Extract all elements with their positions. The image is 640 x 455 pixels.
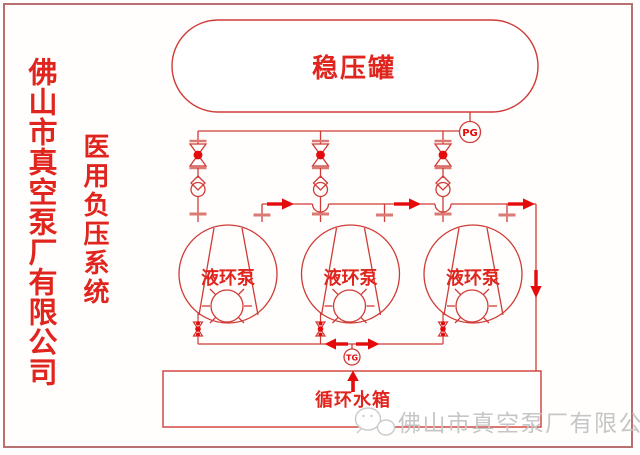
- system-title-vertical: 医用负压系统: [79, 133, 109, 307]
- pressure-gauge-label: PG: [462, 128, 478, 139]
- drain-valve-1: [192, 312, 204, 345]
- wechat-icon: [354, 407, 396, 436]
- liquid-ring-pump-2: 液环泵: [300, 224, 401, 325]
- exhaust-port-1: [252, 202, 272, 224]
- flow-arrow-right-bottom: [356, 338, 380, 350]
- watermark-text: 佛山市真空泵厂有限公司: [398, 411, 640, 437]
- flow-arrow-up: [347, 370, 359, 392]
- drain-valve-3: [437, 312, 449, 345]
- pump-1-label: 液环泵: [201, 267, 255, 289]
- pump-3-label: 液环泵: [446, 267, 500, 289]
- liquid-ring-pump-1: 液环泵: [178, 224, 278, 325]
- pump-2-label: 液环泵: [324, 267, 378, 289]
- surge-tank-label: 稳压罐: [312, 53, 396, 84]
- surge-tank: 稳压罐: [171, 19, 539, 113]
- exhaust-port-2: [374, 202, 395, 224]
- drain-valve-2: [315, 312, 326, 345]
- watermark: 佛山市真空泵厂有限公司: [354, 407, 640, 437]
- water-tank-label: 循环水箱: [315, 389, 391, 411]
- exhaust-port-3: [497, 202, 517, 224]
- temperature-gauge: TG: [343, 344, 361, 366]
- liquid-ring-pump-3: 液环泵: [423, 224, 523, 325]
- flow-arrow-right-2: [394, 198, 421, 210]
- flow-arrow-left-bottom: [324, 338, 348, 350]
- flow-arrow-right-3: [508, 198, 535, 210]
- company-name-vertical: 佛山市真空泵厂有限公司: [24, 57, 58, 387]
- flow-arrow-right-1: [267, 198, 294, 210]
- water-tank: 循环水箱: [162, 370, 542, 428]
- flow-arrow-down: [530, 270, 542, 298]
- suction-valve-branch-1: [188, 129, 208, 224]
- pressure-gauge: PG: [458, 112, 482, 144]
- temperature-gauge-label: TG: [346, 354, 358, 363]
